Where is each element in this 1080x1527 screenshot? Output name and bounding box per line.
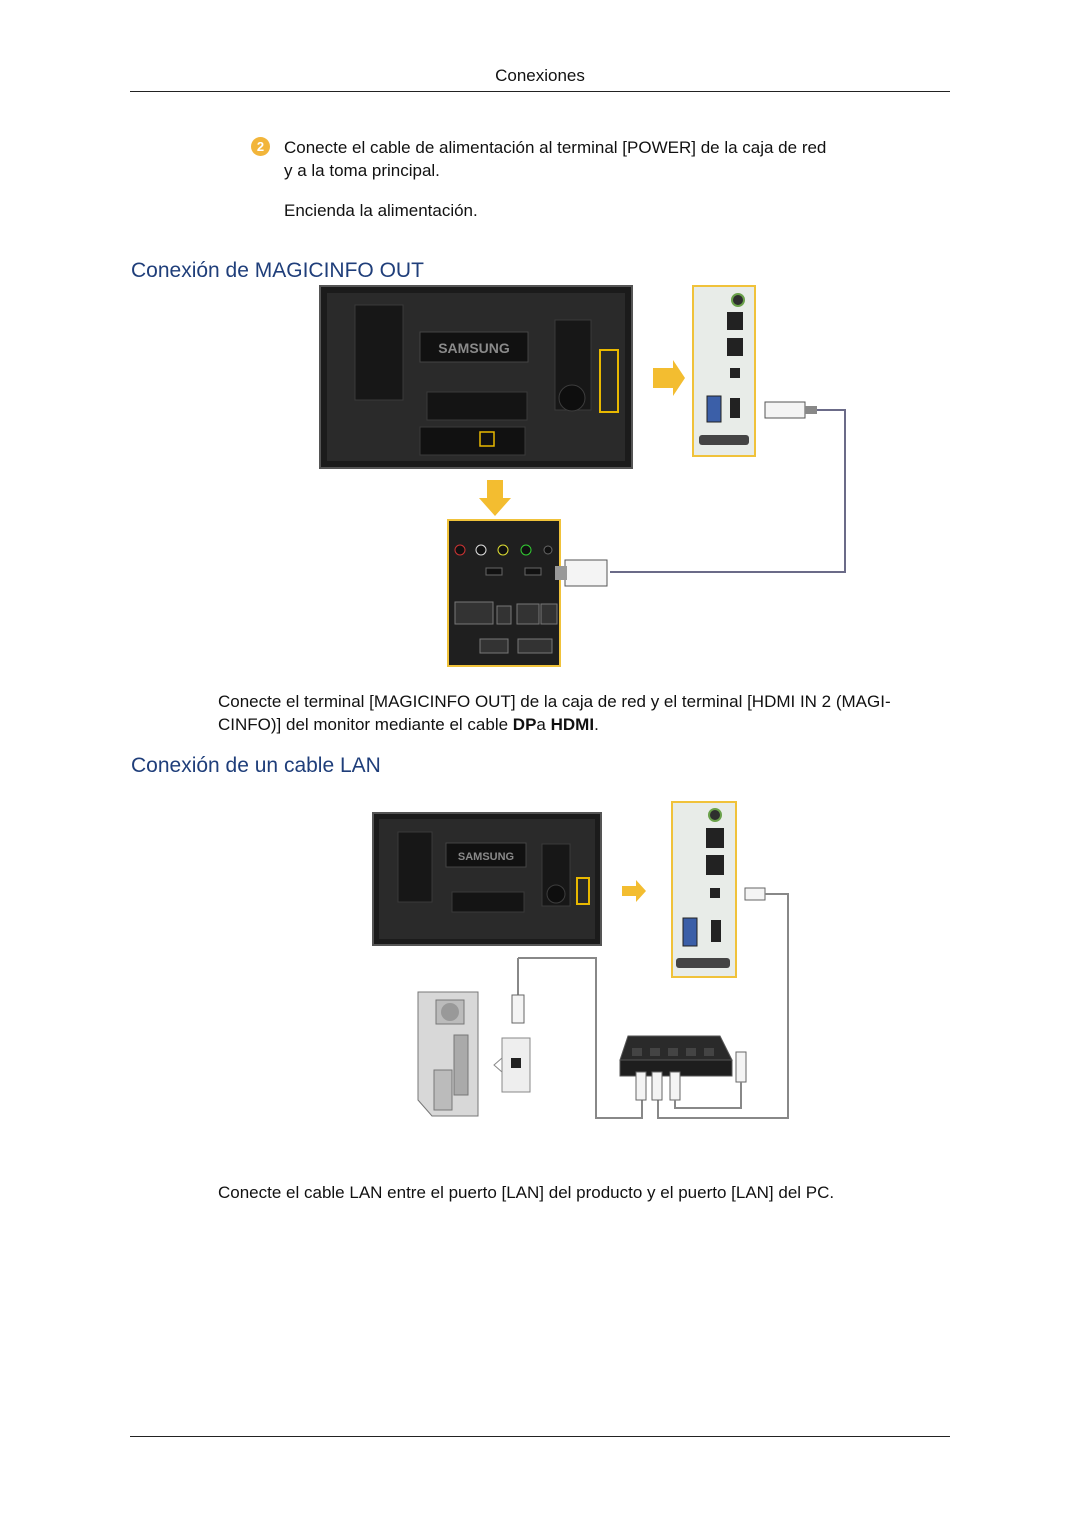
- pc-tower-image: [417, 991, 479, 1117]
- header-rule: [130, 91, 950, 92]
- section-title-lan: Conexión de un cable LAN: [131, 754, 381, 777]
- right-arrow-icon: [622, 880, 646, 902]
- samsung-logo-text: SAMSUNG: [438, 340, 510, 356]
- samsung-logo-text: SAMSUNG: [458, 851, 514, 863]
- hdmi-label: HDMI: [550, 715, 595, 734]
- step-number-badge: 2: [251, 137, 270, 156]
- magicinfo-caption-line2: CINFO)] del monitor mediante el cable DP…: [218, 715, 599, 734]
- dp-label: DP: [512, 715, 537, 734]
- network-hub-image: [619, 1035, 747, 1109]
- network-box-panel-image: [692, 285, 756, 457]
- power-on-text: Encienda la alimentación.: [284, 201, 478, 220]
- step-text-line1: Conecte el cable de alimentación al term…: [284, 138, 827, 157]
- dp-cable-image: [610, 401, 846, 573]
- monitor-terminal-panel-image: [447, 519, 561, 667]
- magicinfo-connection-diagram: SAMSUNG: [319, 285, 846, 667]
- magicinfo-caption-line1: Conecte el terminal [MAGICINFO OUT] de l…: [218, 692, 891, 711]
- network-box-panel-image: [671, 801, 737, 978]
- monitor-back-image: SAMSUNG: [372, 812, 602, 946]
- pc-lan-port-image: [493, 1037, 531, 1093]
- step-text-line2: y a la toma principal.: [284, 161, 440, 180]
- right-arrow-icon: [653, 360, 685, 396]
- hdmi-connector-image: [555, 559, 608, 587]
- lan-connection-diagram: SAMSUNG: [372, 801, 789, 1119]
- down-arrow-icon: [479, 480, 511, 516]
- lan-cable-image: [511, 887, 789, 1119]
- section-title-magicinfo: Conexión de MAGICINFO OUT: [131, 259, 424, 282]
- lan-caption: Conecte el cable LAN entre el puerto [LA…: [218, 1183, 835, 1202]
- monitor-back-image: SAMSUNG: [319, 285, 633, 469]
- footer-rule: [130, 1436, 950, 1437]
- page-header-title: Conexiones: [495, 66, 585, 85]
